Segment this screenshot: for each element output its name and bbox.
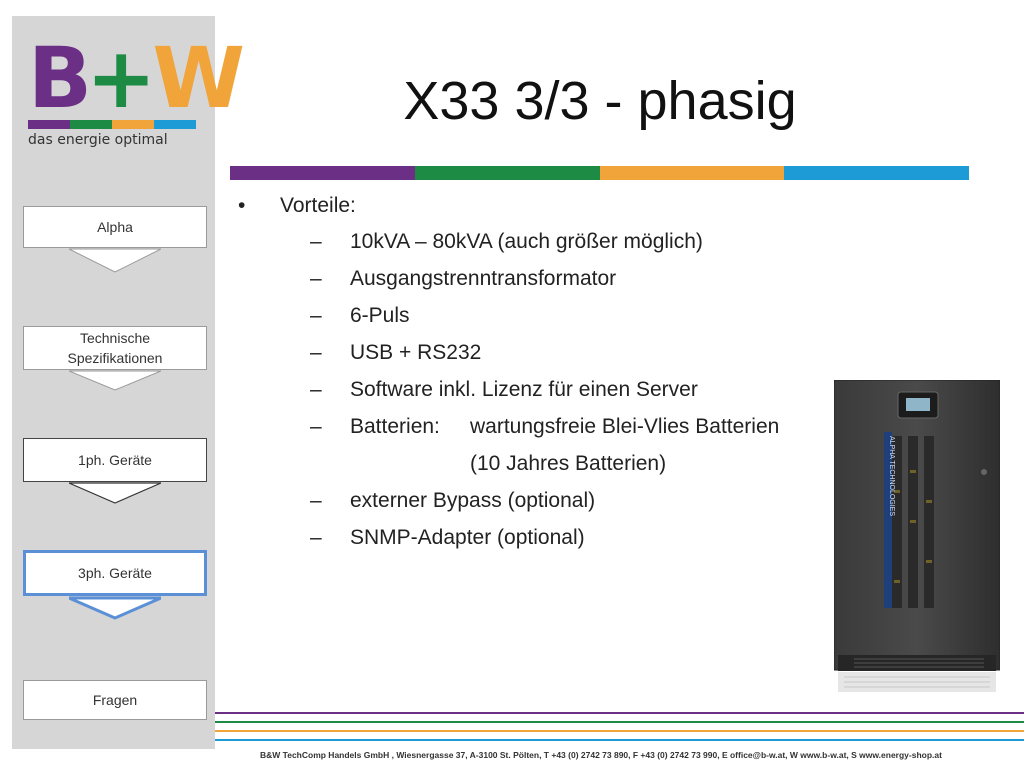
logo-slogan: das energie optimal — [28, 132, 168, 148]
nav-arrow-down-icon — [69, 370, 161, 391]
list-item-text: USB + RS232 — [350, 341, 482, 364]
nav-item-label: 3ph. Geräte — [78, 565, 152, 581]
list-item-text: Batterien: — [350, 415, 440, 438]
main-bullet-text: Vorteile: — [280, 194, 356, 217]
list-item: – 6-Puls — [238, 300, 838, 337]
ups-brand-label: ALPHA TECHNOLOGIES — [888, 436, 895, 516]
logo-plus: + — [86, 29, 156, 127]
list-item-text: SNMP-Adapter (optional) — [350, 526, 585, 549]
list-item: – Software inkl. Lizenz für einen Server — [238, 374, 838, 411]
logo-letter-b: B — [28, 29, 92, 127]
dash-point: – — [310, 489, 322, 512]
list-item-detail: (10 Jahres Batterien) — [470, 452, 667, 475]
dash-point: – — [310, 378, 322, 401]
list-item: – USB + RS232 — [238, 337, 838, 374]
list-item-detail: wartungsfreie Blei-Vlies Batterien — [470, 415, 780, 438]
dash-point: – — [310, 267, 322, 290]
title-color-stripe — [230, 166, 969, 180]
nav-item-alpha[interactable]: Alpha — [23, 206, 207, 248]
list-item-text: externer Bypass (optional) — [350, 489, 596, 512]
nav-item-1ph-geraete[interactable]: 1ph. Geräte — [23, 438, 207, 482]
nav-item-fragen[interactable]: Fragen — [23, 680, 207, 720]
logo-lettering: B+W — [28, 36, 245, 120]
logo-color-bars — [28, 120, 196, 129]
advantages-list: • Vorteile: – 10kVA – 80kVA (auch größer… — [238, 190, 838, 559]
list-item: – Batterien: wartungsfreie Blei-Vlies Ba… — [238, 411, 838, 448]
main-bullet: • Vorteile: — [238, 190, 838, 222]
nav-arrow-down-icon — [69, 596, 161, 620]
nav-item-label: Technische Spezifikationen — [68, 328, 163, 368]
nav-arrow-down-icon — [69, 482, 161, 504]
list-item: – 10kVA – 80kVA (auch größer möglich) — [238, 226, 838, 263]
dash-point: – — [310, 230, 322, 253]
nav-item-label: 1ph. Geräte — [78, 452, 152, 468]
list-item-text: 10kVA – 80kVA (auch größer möglich) — [350, 230, 703, 253]
list-item-text: Software inkl. Lizenz für einen Server — [350, 378, 698, 401]
nav-item-label-line1: Technische — [79, 330, 151, 346]
list-item-continuation: (10 Jahres Batterien) — [238, 448, 838, 485]
list-item: – SNMP-Adapter (optional) — [238, 522, 838, 559]
company-logo: B+W das energie optimal — [28, 36, 245, 172]
nav-item-label-line2: Spezifikationen — [67, 350, 163, 366]
nav-item-label: Alpha — [97, 219, 133, 235]
dash-point: – — [310, 526, 322, 549]
footer-color-lines — [215, 712, 1024, 746]
nav-arrow-down-icon — [69, 248, 161, 273]
logo-letter-w: W — [152, 29, 245, 127]
dash-point: – — [310, 304, 322, 327]
list-item: – Ausgangstrenntransformator — [238, 263, 838, 300]
nav-item-technische-spezifikationen[interactable]: Technische Spezifikationen — [23, 326, 207, 370]
ups-product-image: ALPHA TECHNOLOGIES — [834, 380, 1000, 692]
slide-title: X33 3/3 - phasig — [403, 71, 797, 131]
nav-item-label: Fragen — [92, 692, 138, 708]
navigation-sidebar: B+W das energie optimal Alpha Technische… — [12, 16, 245, 749]
list-item: – externer Bypass (optional) — [238, 485, 838, 522]
nav-item-3ph-geraete[interactable]: 3ph. Geräte — [23, 550, 207, 596]
dash-point: – — [310, 341, 322, 364]
list-item-text: 6-Puls — [350, 304, 410, 327]
list-item-text: Ausgangstrenntransformator — [350, 267, 617, 290]
footer-contact-info: B&W TechComp Handels GmbH , Wiesnergasse… — [260, 750, 942, 760]
dash-point: – — [310, 415, 322, 438]
bullet-point: • — [238, 194, 246, 217]
